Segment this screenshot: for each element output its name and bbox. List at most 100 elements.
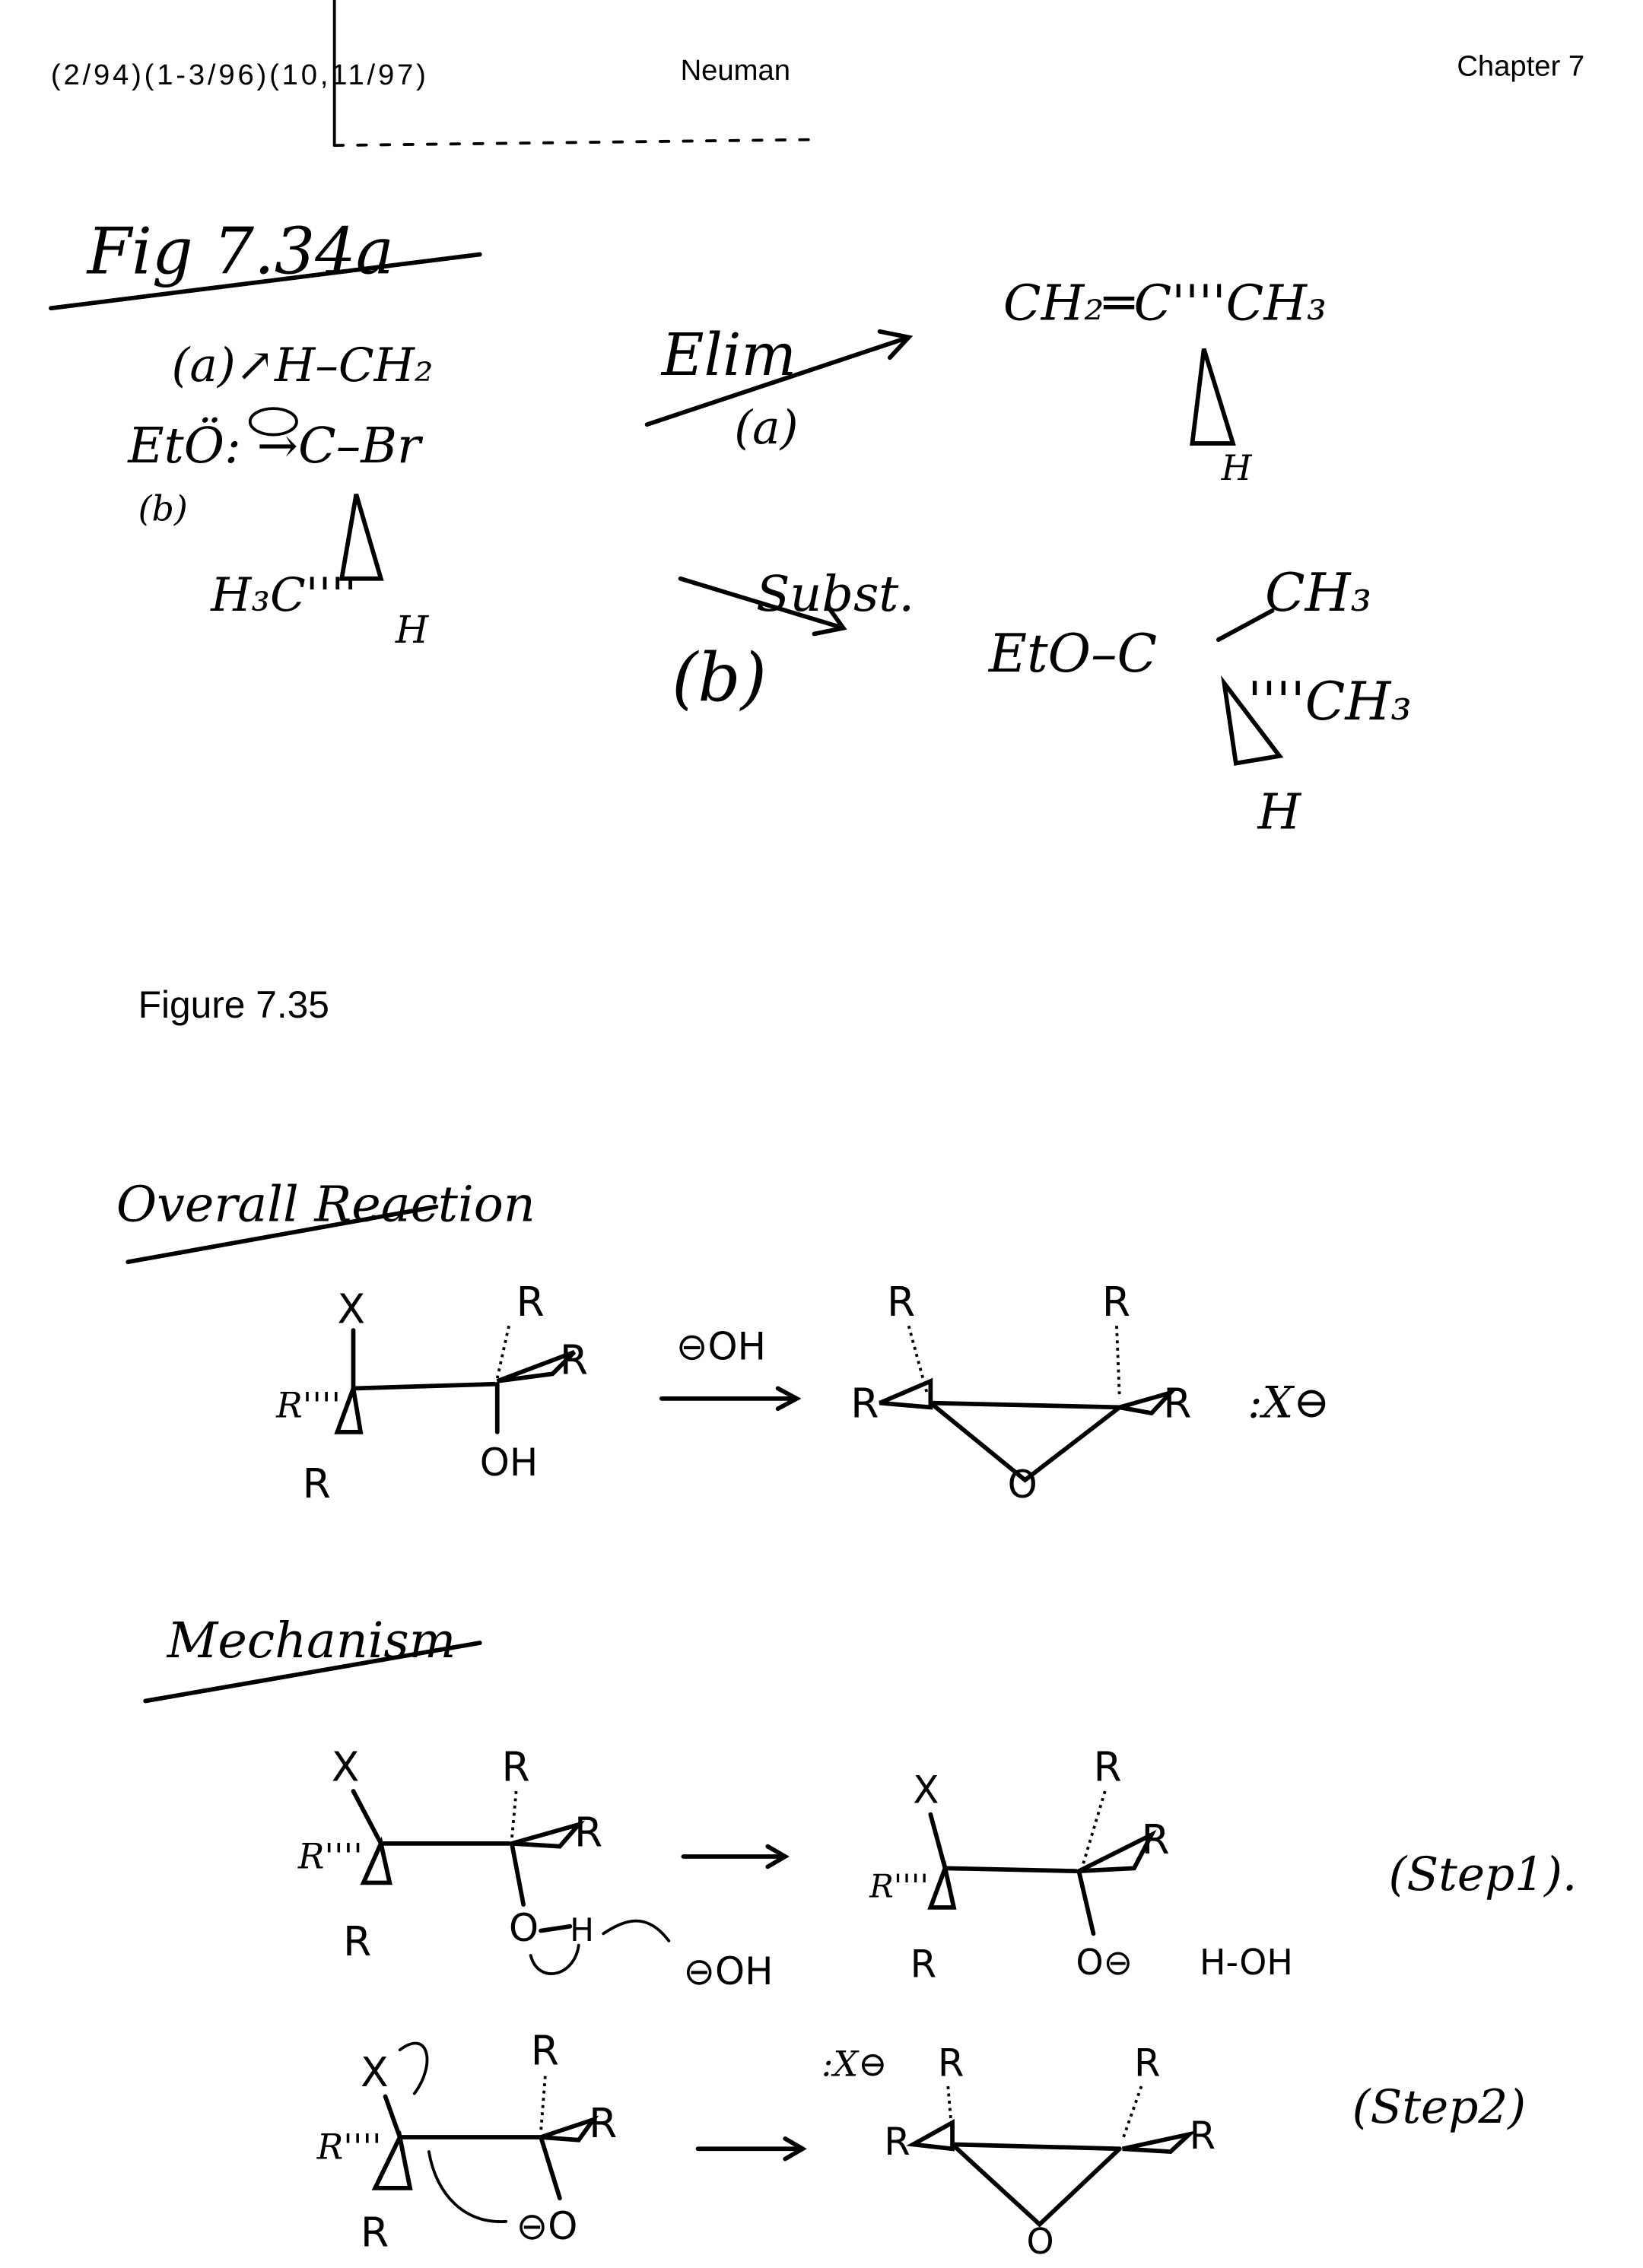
epoxide-o: O <box>1008 1463 1038 1507</box>
s1-h: H <box>570 1911 594 1949</box>
wedge-bond <box>927 1860 957 1910</box>
wedge-bond <box>1221 675 1284 766</box>
wedge-bond <box>906 2118 955 2152</box>
mechanism: Mechanism X R'''' R R R O H ⊖OH X R'''' … <box>143 1612 1577 2262</box>
header-dates: (2/94)(1-3/96)(10,11/97) <box>51 59 429 91</box>
subst-product-eto: EtO–C <box>987 624 1157 685</box>
s1-r-bottom: R <box>343 1917 371 1965</box>
r-right: R <box>560 1336 588 1383</box>
reaction-arrow <box>659 1386 802 1412</box>
prod-r2: R <box>850 1380 879 1428</box>
subst-product-ch3-top: CH₃ <box>1265 563 1371 624</box>
r-bottom: R <box>303 1460 331 1507</box>
wedge-bond <box>511 1820 586 1849</box>
s1-base: ⊖OH <box>683 1949 773 1993</box>
wedge-bond <box>496 1350 577 1383</box>
wedge-bond <box>879 1377 933 1410</box>
r-top: R <box>516 1278 545 1326</box>
cc-bond <box>351 1381 497 1391</box>
hydroxide-reagent: ⊖OH <box>676 1324 766 1368</box>
hashed-bond <box>1082 1790 1107 1865</box>
bond <box>351 1789 383 1846</box>
elim-label: Elim <box>660 322 796 389</box>
bond <box>539 2135 562 2201</box>
epoxide-ring <box>928 1400 1122 1483</box>
prod-r3: R <box>1102 1278 1130 1326</box>
heading-underline <box>126 1204 439 1265</box>
subst-path-label: (b) <box>672 638 767 716</box>
s1p-r-bottom: R <box>910 1942 937 1987</box>
wedge-bond <box>540 2115 599 2143</box>
s1p-o: O⊖ <box>1076 1942 1133 1983</box>
curved-arrow <box>398 2041 429 2095</box>
s2p-o: O <box>1027 2221 1054 2262</box>
s1-o: O <box>509 1906 539 1950</box>
s2p-r2: R <box>884 2120 910 2164</box>
s2-r-right: R <box>589 2099 617 2147</box>
scan-dash <box>332 138 816 148</box>
hashed-bond <box>1120 2085 1143 2141</box>
oh-group: OH <box>480 1441 538 1485</box>
bond <box>509 1841 526 1907</box>
elim-product-h: H <box>1221 447 1253 488</box>
s2-o: ⊖O <box>516 2204 578 2248</box>
reactant-line1: (a)↗H–CH₂ <box>172 338 434 392</box>
bond <box>539 1923 573 1933</box>
r-left: R'''' <box>275 1385 341 1426</box>
wedge-bond <box>1078 1829 1157 1874</box>
elim-product-formula: CH₂═C''''CH₃ <box>1003 275 1327 332</box>
s2p-r4: R <box>1190 2114 1216 2158</box>
s1-r-top: R <box>501 1743 529 1791</box>
s2-r-top: R <box>531 2026 559 2074</box>
title-underline <box>49 252 482 311</box>
curved-arrow <box>602 1919 671 1942</box>
fig-734a-title: Fig 7.34a <box>86 214 394 288</box>
s2-leaving: :X⊖ <box>822 2044 888 2085</box>
x-label: X <box>337 1285 365 1333</box>
lone-pair-minus-icon <box>248 407 298 437</box>
wedge-bond <box>338 494 384 581</box>
elim-path-label: (a) <box>734 401 798 455</box>
s1-x: X <box>332 1743 360 1791</box>
hashed-bond <box>946 2085 954 2138</box>
figure-7-34a: Fig 7.34a (a)↗H–CH₂ EtÖ: →C–Br (b) H₃C''… <box>49 214 1412 841</box>
epoxide-cc-bond <box>928 1400 1122 1410</box>
step2-arrow <box>695 2136 807 2162</box>
curved-arrow <box>427 2150 508 2223</box>
heading-underline <box>143 1641 482 1704</box>
leaving-group: :X⊖ <box>1247 1377 1330 1428</box>
elim-arrow <box>644 329 914 427</box>
figure-7-35-title: Figure 7.35 <box>138 983 329 1026</box>
cc-bond <box>942 1866 1079 1874</box>
s2p-r3: R <box>1134 2041 1161 2085</box>
reactant-line2: EtÖ: →C–Br <box>127 416 424 475</box>
subst-product-h: H <box>1257 784 1301 841</box>
reactant-h: H <box>395 608 430 652</box>
header-chapter: Chapter 7 <box>1457 49 1584 82</box>
wedge-bond <box>1190 348 1236 446</box>
step1-label: (Step1). <box>1388 1847 1577 1901</box>
mechanism-heading: Mechanism <box>167 1612 456 1669</box>
prod-r1: R <box>887 1278 915 1326</box>
bond <box>1216 608 1275 642</box>
bond <box>928 1812 948 1871</box>
step2-label: (Step2) <box>1352 2080 1526 2134</box>
wedge-bond <box>360 1836 392 1885</box>
s1p-r-left: R'''' <box>869 1868 929 1905</box>
s1p-r-top: R <box>1093 1743 1121 1791</box>
s2-x: X <box>361 2048 389 2096</box>
prod-r4: R <box>1163 1380 1191 1428</box>
wedge-bond <box>334 1380 364 1434</box>
overall-heading: Overall Reaction <box>116 1177 535 1234</box>
s1-r-right: R <box>574 1809 602 1857</box>
step1-arrow <box>681 1844 790 1869</box>
s2-r-bottom: R <box>361 2208 389 2256</box>
epoxide-cc-bond <box>950 2142 1122 2152</box>
bond <box>383 2094 402 2139</box>
s1p-x: X <box>913 1768 939 1812</box>
overall-reaction: Overall Reaction X R'''' R R R OH ⊖OH O … <box>116 1177 1330 1507</box>
s2p-r1: R <box>938 2041 965 2085</box>
wedge-bond <box>1122 2130 1197 2155</box>
s1p-r-right: R <box>1142 1815 1170 1863</box>
